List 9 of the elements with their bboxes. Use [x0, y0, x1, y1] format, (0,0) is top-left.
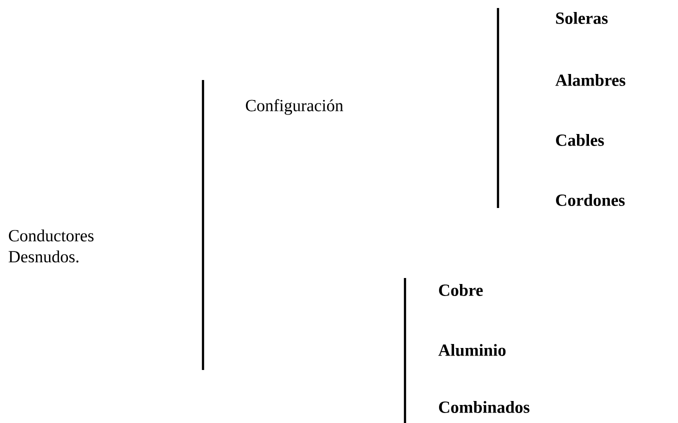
category-label: Cables — [556, 134, 604, 146]
category-label: Soleras — [556, 12, 608, 24]
category-label: Configuración — [246, 99, 344, 115]
category-label: Combinados — [439, 401, 530, 413]
category-label: Conductores Desnudos. — [8, 229, 94, 262]
category-label: Cordones — [556, 194, 625, 206]
category-label: Cobre — [439, 284, 483, 296]
category-label: Aluminio — [438, 344, 506, 356]
category-label: Alambres — [555, 74, 626, 86]
